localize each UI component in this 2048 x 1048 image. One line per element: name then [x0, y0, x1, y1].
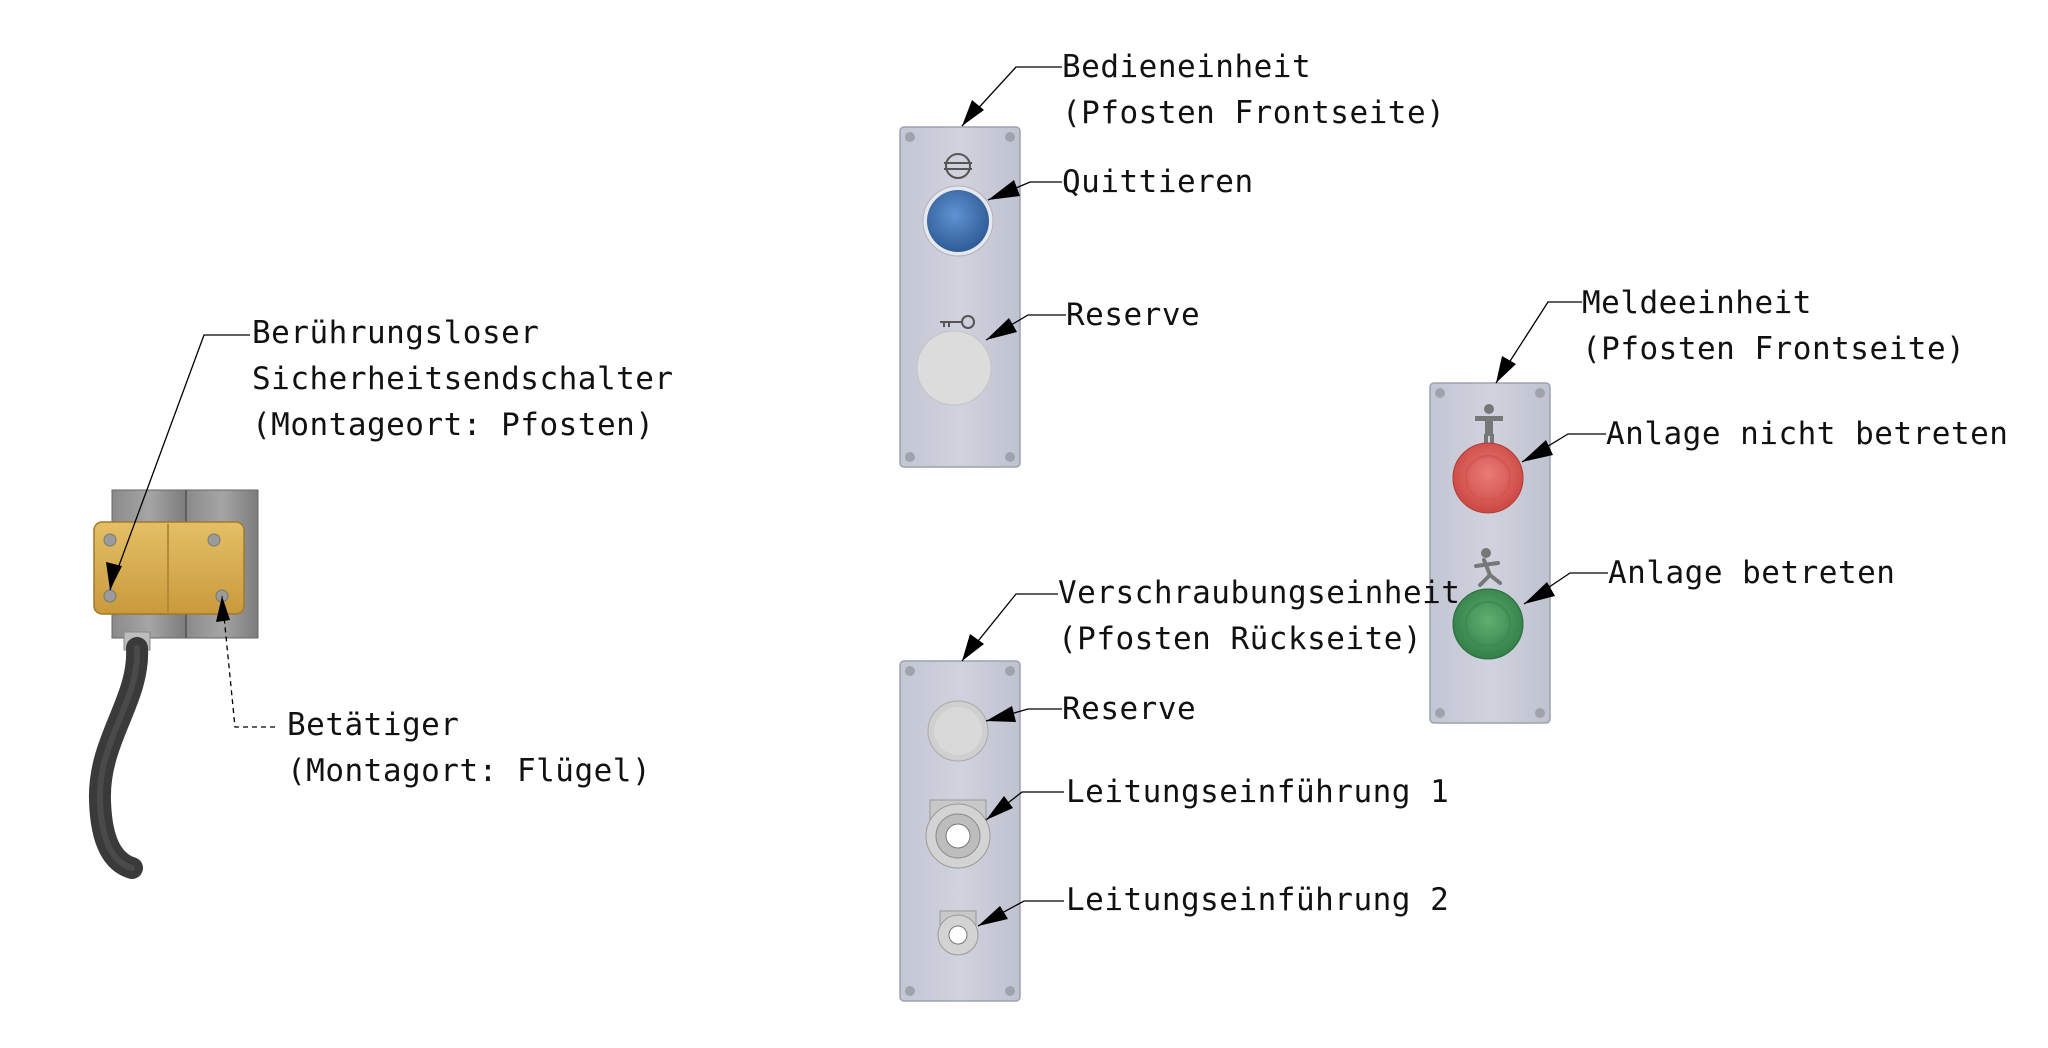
- bedieneinheit-label: Bedieneinheit (Pfosten Frontseite): [1062, 44, 1445, 136]
- betreten-label: Anlage betreten: [1608, 555, 1896, 591]
- verschraubung-label-line1: Verschraubungseinheit: [1058, 575, 1461, 611]
- switch-label-line1: Berührungsloser: [252, 315, 540, 351]
- leader-meldeeinheit: [1495, 301, 1582, 384]
- screw: [103, 589, 117, 603]
- walking-person-icon: [1474, 548, 1502, 587]
- green-signal-light: [1452, 588, 1524, 660]
- switch-label: Berührungsloser Sicherheitsendschalter (…: [252, 310, 674, 448]
- screw: [207, 533, 221, 547]
- actuator-label: Betätiger (Montagort: Flügel): [287, 702, 651, 794]
- actuator-label-line2: (Montagort: Flügel): [287, 753, 652, 789]
- bedieneinheit-label-line2: (Pfosten Frontseite): [1062, 95, 1446, 131]
- reserve-bottom-label: Reserve: [1062, 691, 1197, 727]
- cable-entry-1: [925, 799, 991, 869]
- signal-unit: [1429, 382, 1551, 724]
- meldeeinheit-label: Meldeeinheit (Pfosten Frontseite): [1582, 280, 1965, 372]
- key-icon: [940, 315, 975, 329]
- bedieneinheit-label-line1: Bedieneinheit: [1062, 49, 1312, 85]
- leader-actuator: [221, 595, 275, 728]
- meldeeinheit-label-line1: Meldeeinheit: [1582, 285, 1812, 321]
- switch-label-line2: Sicherheitsendschalter: [252, 361, 674, 397]
- reserve-top-label: Reserve: [1066, 297, 1201, 333]
- cable-entry-2: [937, 910, 979, 956]
- actuator-label-line1: Betätiger: [287, 707, 460, 743]
- leitung1-label: Leitungseinführung 1: [1066, 774, 1450, 810]
- screw: [103, 533, 117, 547]
- reserve-button: [916, 330, 992, 406]
- red-signal-light: [1452, 442, 1524, 514]
- safety-switch-assembly: [88, 489, 259, 879]
- leader-lines: [106, 66, 1608, 927]
- leader-bedieneinheit: [961, 66, 1062, 127]
- operating-unit: [899, 126, 1021, 468]
- leitung2-label: Leitungseinführung 2: [1066, 882, 1450, 918]
- nicht-betreten-label: Anlage nicht betreten: [1606, 416, 2009, 452]
- switch-label-line3: (Montageort: Pfosten): [252, 407, 655, 443]
- standing-person-icon: [1475, 404, 1503, 446]
- quittieren-button: [927, 190, 989, 252]
- leader-switch: [109, 334, 250, 591]
- reset-icon: [944, 153, 972, 179]
- meldeeinheit-label-line2: (Pfosten Frontseite): [1582, 331, 1966, 367]
- leader-verschraubung: [961, 593, 1058, 662]
- verschraubung-label: Verschraubungseinheit (Pfosten Rückseite…: [1058, 570, 1460, 662]
- verschraubung-label-line2: (Pfosten Rückseite): [1058, 621, 1423, 657]
- quittieren-label: Quittieren: [1062, 164, 1254, 200]
